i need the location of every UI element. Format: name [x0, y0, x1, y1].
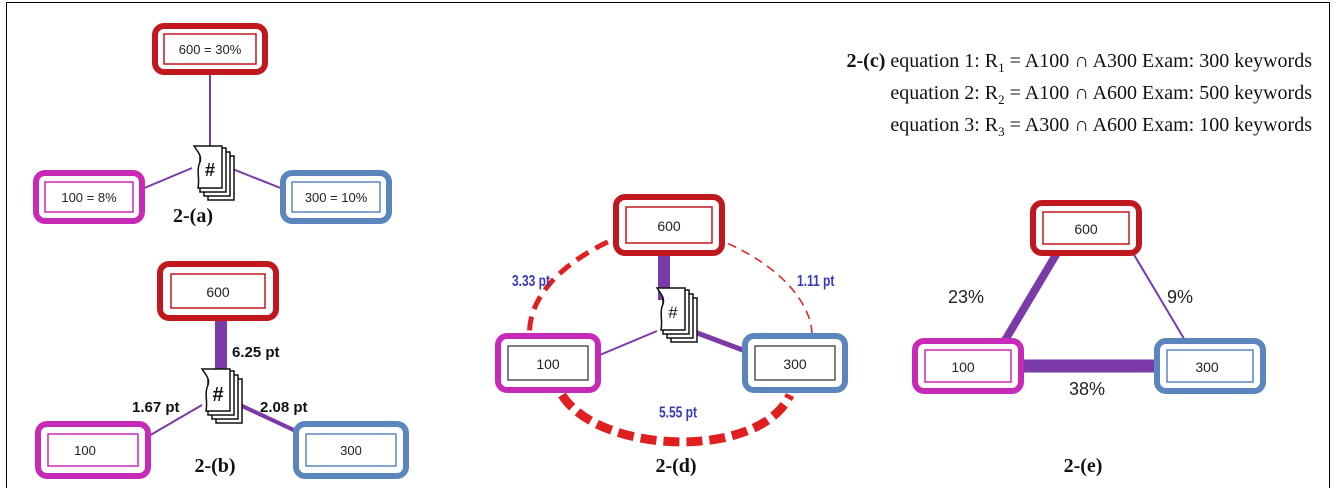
edge-b-top-label: 6.25 pt [232, 344, 280, 361]
document-icon: # [201, 368, 243, 424]
equation-2-label: equation 2: R [890, 82, 998, 104]
node-e-right-label: 300 [1195, 359, 1219, 375]
edge-a-right [229, 167, 284, 190]
edge-e-left [1000, 245, 1064, 345]
document-icon: # [193, 145, 235, 201]
doc-symbol: # [668, 303, 678, 322]
equation-3-rest: = A300 ∩ A600 Exam: 100 keywords [1005, 114, 1313, 136]
node-b-right-label: 300 [340, 443, 362, 458]
arc-d-bottom-label: 5.55 pt [659, 403, 697, 421]
equation-1: 2-(c) equation 1: R1 = A100 ∩ A300 Exam:… [847, 50, 1313, 75]
panel-e: 600 100 300 23% 9% 38% 2-(e) [912, 200, 1266, 477]
node-e-left: 100 [912, 338, 1024, 394]
panel-d: 600 100 300 # 3.33 pt 1.11 pt 5.55 pt 2-… [495, 194, 848, 477]
equations-prefix: 2-(c) [847, 50, 886, 72]
equation-3: equation 3: R3 = A300 ∩ A600 Exam: 100 k… [890, 114, 1312, 139]
doc-symbol: # [205, 160, 215, 180]
equation-3-sub: 3 [998, 124, 1005, 139]
node-d-right-label: 300 [783, 356, 807, 372]
node-b-top-label: 600 [206, 284, 230, 300]
arc-d-bottom [558, 392, 795, 447]
node-d-right: 300 [742, 333, 848, 393]
edge-e-bottom-label: 38% [1069, 379, 1105, 399]
edge-e-left-label: 23% [948, 287, 984, 307]
equation-2-sub: 2 [998, 92, 1005, 107]
edge-d-right [691, 328, 749, 355]
node-e-top: 600 [1030, 200, 1142, 256]
node-b-left: 100 [35, 421, 151, 479]
node-a-right: 300 = 10% [280, 170, 392, 224]
equation-2-rest: = A100 ∩ A600 Exam: 500 keywords [1005, 82, 1313, 104]
node-d-left-label: 100 [536, 356, 560, 372]
arc-d-left-label: 3.33 pt [512, 271, 550, 289]
equation-1-sub: 1 [998, 60, 1005, 75]
node-a-left-label: 100 = 8% [61, 190, 117, 205]
node-e-right: 300 [1154, 338, 1266, 394]
panel-c-equations: 2-(c) equation 1: R1 = A100 ∩ A300 Exam:… [847, 50, 1313, 139]
caption-b: 2-(b) [194, 455, 235, 477]
edge-a-left [141, 167, 193, 190]
node-b-right: 300 [293, 421, 409, 479]
node-a-top: 600 = 30% [152, 23, 268, 75]
document-icon: # [656, 287, 698, 343]
node-e-top-label: 600 [1074, 221, 1098, 237]
edge-b-right [239, 403, 299, 434]
node-e-left-label: 100 [951, 359, 975, 375]
figure-frame [6, 2, 1330, 488]
node-b-left-label: 100 [74, 443, 96, 458]
arc-d-left [527, 230, 629, 341]
node-a-left: 100 = 8% [33, 170, 145, 224]
caption-d: 2-(d) [655, 455, 696, 477]
panel-a: 600 = 30% 100 = 8% 300 = 10% # 2-(a) [33, 23, 392, 227]
equation-2: equation 2: R2 = A100 ∩ A600 Exam: 500 k… [890, 82, 1312, 107]
arc-d-right-label: 1.11 pt [797, 271, 835, 289]
edge-b-left [146, 404, 203, 438]
edge-e-right [1129, 247, 1187, 343]
equation-1-label: equation 1: R [890, 50, 998, 72]
node-d-top-label: 600 [657, 218, 681, 234]
edge-b-left-label: 1.67 pt [132, 399, 180, 416]
equation-1-rest: = A100 ∩ A300 Exam: 300 keywords [1005, 50, 1313, 72]
equation-3-label: equation 3: R [890, 114, 998, 136]
edge-b-right-label: 2.08 pt [260, 399, 308, 416]
node-d-top: 600 [613, 194, 725, 256]
caption-e: 2-(e) [1064, 455, 1103, 477]
node-d-left: 100 [495, 333, 601, 393]
node-a-right-label: 300 = 10% [305, 190, 368, 205]
panel-b: 600 100 300 # 6.25 pt 1.67 pt 2.08 pt 2-… [35, 261, 409, 479]
arc-d-right [699, 232, 813, 341]
edge-d-left [594, 330, 658, 358]
node-a-top-label: 600 = 30% [179, 42, 242, 57]
doc-symbol: # [212, 384, 223, 406]
edge-e-right-label: 9% [1167, 287, 1193, 307]
caption-a: 2-(a) [173, 205, 213, 227]
node-b-top: 600 [157, 261, 279, 321]
